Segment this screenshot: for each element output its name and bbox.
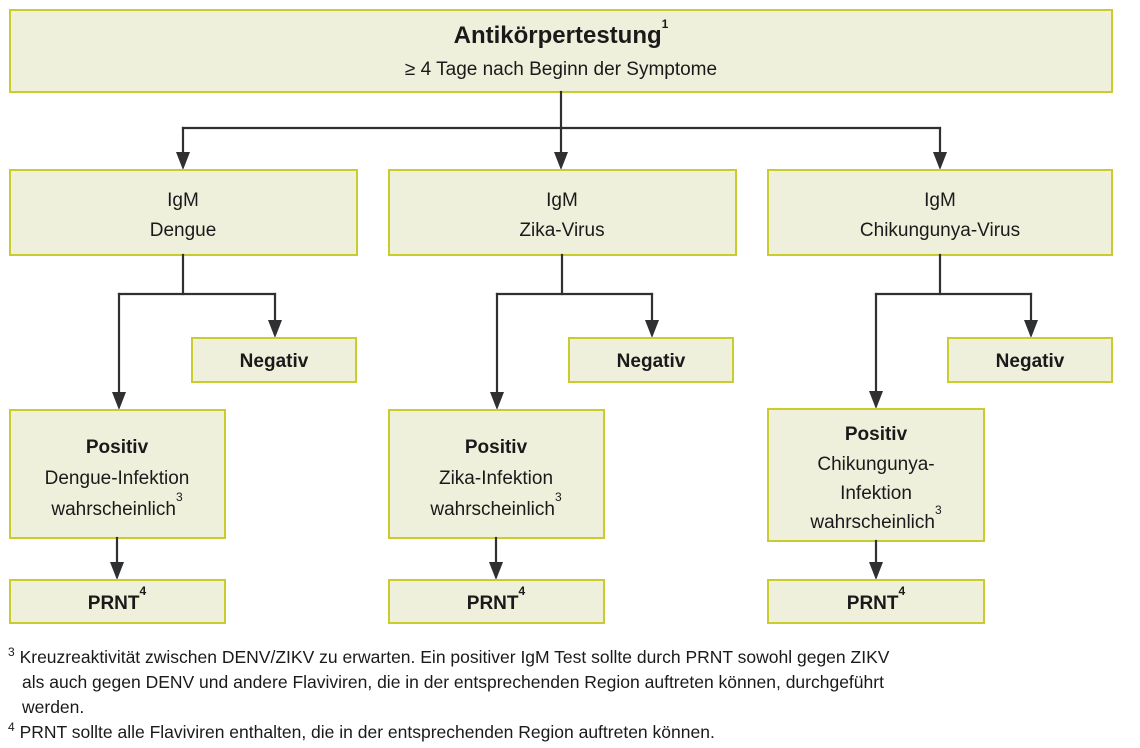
node-igm-dengue-box — [9, 169, 358, 256]
node-igm-dengue-line1: IgM — [167, 190, 199, 211]
page-title: Antikörpertestung1 — [454, 17, 669, 49]
footnote-3: 3 Kreuzreaktivität zwischen DENV/ZIKV zu… — [8, 645, 1136, 720]
node-antibody-testing: Antikörpertestung1 ≥ 4 Tage nach Beginn … — [9, 9, 1113, 93]
node-positiv-zika-line1: Zika-Infektion — [439, 468, 553, 489]
node-igm-chikungunya: IgM Chikungunya-Virus — [767, 169, 1113, 256]
node-negativ-zika-label: Negativ — [617, 351, 686, 372]
node-prnt-chikungunya: PRNT4 — [767, 579, 985, 624]
footnote-3-line-1: 3 Kreuzreaktivität zwischen DENV/ZIKV zu… — [8, 645, 1136, 670]
arrowhead-dengue-positive — [112, 392, 126, 410]
footnote-3-line-2: als auch gegen DENV und andere Flavivire… — [22, 672, 884, 693]
node-prnt-zika-box — [388, 579, 605, 624]
node-igm-chikungunya-box — [767, 169, 1113, 256]
node-igm-zika-line2: Zika-Virus — [519, 220, 604, 241]
node-prnt-chikungunya-label: PRNT4 — [847, 584, 906, 614]
node-negativ-chikungunya-box — [947, 337, 1113, 383]
arrowhead-root-right — [933, 152, 947, 170]
footnote-3-text-1: Kreuzreaktivität zwischen DENV/ZIKV zu e… — [19, 647, 890, 667]
column-chikungunya: IgM Chikungunya-Virus Negativ Positiv Ch… — [767, 169, 1113, 624]
column-zika: IgM Zika-Virus Negativ Positiv Zika-Infe… — [388, 169, 737, 624]
node-positiv-chikungunya-box — [767, 408, 985, 542]
arrowhead-root-mid — [554, 152, 568, 170]
node-prnt-dengue: PRNT4 — [9, 579, 226, 624]
node-positiv-dengue: Positiv Dengue-Infektion wahrscheinlich3 — [9, 409, 226, 539]
node-negativ-zika: Negativ — [568, 337, 734, 383]
node-positiv-chikungunya-title: Positiv — [845, 424, 908, 445]
node-prnt-zika-label: PRNT4 — [467, 584, 526, 614]
arrowhead-zika-positive — [490, 392, 504, 410]
node-prnt-chikungunya-box — [767, 579, 985, 624]
footnote-4-marker: 4 — [8, 720, 15, 735]
footnote-4-line-1: 4 PRNT sollte alle Flaviviren enthalten,… — [8, 720, 1136, 745]
node-igm-zika: IgM Zika-Virus — [388, 169, 737, 256]
node-negativ-dengue: Negativ — [191, 337, 357, 383]
column-dengue: IgM Dengue Negativ Positiv Dengue-Infekt… — [9, 169, 358, 624]
antibody-testing-flowchart: Antikörpertestung1 ≥ 4 Tage nach Beginn … — [9, 9, 1113, 624]
node-positiv-zika-line2: wahrscheinlich3 — [429, 490, 562, 520]
arrowhead-root-left — [176, 152, 190, 170]
connector-dengue-split — [112, 253, 282, 410]
node-positiv-chikungunya-line1: Chikungunya- — [817, 454, 934, 475]
footnote-4: 4 PRNT sollte alle Flaviviren enthalten,… — [8, 720, 1136, 745]
node-prnt-dengue-label: PRNT4 — [88, 584, 147, 614]
node-igm-dengue: IgM Dengue — [9, 169, 358, 256]
node-positiv-chikungunya-line2: Infektion — [840, 483, 912, 504]
node-positiv-zika-box — [388, 409, 605, 539]
node-antibody-testing-box — [9, 9, 1113, 93]
node-igm-zika-line1: IgM — [546, 190, 578, 211]
node-igm-dengue-line2: Dengue — [150, 220, 217, 241]
arrowhead-zika-prnt — [489, 562, 503, 580]
node-positiv-dengue-line1: Dengue-Infektion — [45, 468, 190, 489]
node-positiv-chikungunya: Positiv Chikungunya- Infektion wahrschei… — [767, 408, 985, 542]
connector-chikungunya-prnt — [869, 539, 883, 580]
connector-chikungunya-split — [869, 253, 1038, 409]
connector-zika-prnt — [489, 536, 503, 580]
node-negativ-dengue-box — [191, 337, 357, 383]
arrowhead-chikungunya-negative — [1024, 320, 1038, 338]
node-negativ-chikungunya: Negativ — [947, 337, 1113, 383]
node-positiv-zika: Positiv Zika-Infektion wahrscheinlich3 — [388, 409, 605, 539]
node-igm-zika-box — [388, 169, 737, 256]
connector-zika-split — [490, 253, 659, 410]
node-prnt-zika: PRNT4 — [388, 579, 605, 624]
node-negativ-chikungunya-label: Negativ — [996, 351, 1065, 372]
connector-root-fanout — [176, 90, 947, 170]
node-positiv-dengue-title: Positiv — [86, 437, 149, 458]
footnote-3-line-3: werden. — [22, 697, 85, 718]
arrowhead-chikungunya-prnt — [869, 562, 883, 580]
node-positiv-dengue-line2: wahrscheinlich3 — [50, 490, 183, 520]
arrowhead-dengue-negative — [268, 320, 282, 338]
arrowhead-zika-negative — [645, 320, 659, 338]
node-igm-chikungunya-line1: IgM — [924, 190, 956, 211]
connector-dengue-prnt — [110, 536, 124, 580]
page-subtitle: ≥ 4 Tage nach Beginn der Symptome — [405, 59, 717, 80]
node-positiv-zika-title: Positiv — [465, 437, 528, 458]
node-igm-chikungunya-line2: Chikungunya-Virus — [860, 220, 1020, 241]
node-positiv-chikungunya-line3: wahrscheinlich3 — [809, 503, 942, 533]
footnotes: 3 Kreuzreaktivität zwischen DENV/ZIKV zu… — [8, 645, 1136, 745]
node-prnt-dengue-box — [9, 579, 226, 624]
arrowhead-chikungunya-positive — [869, 391, 883, 409]
footnote-4-text-1: PRNT sollte alle Flaviviren enthalten, d… — [19, 722, 715, 743]
arrowhead-dengue-prnt — [110, 562, 124, 580]
node-negativ-zika-box — [568, 337, 734, 383]
node-negativ-dengue-label: Negativ — [240, 351, 309, 372]
footnote-3-marker: 3 — [8, 645, 15, 660]
